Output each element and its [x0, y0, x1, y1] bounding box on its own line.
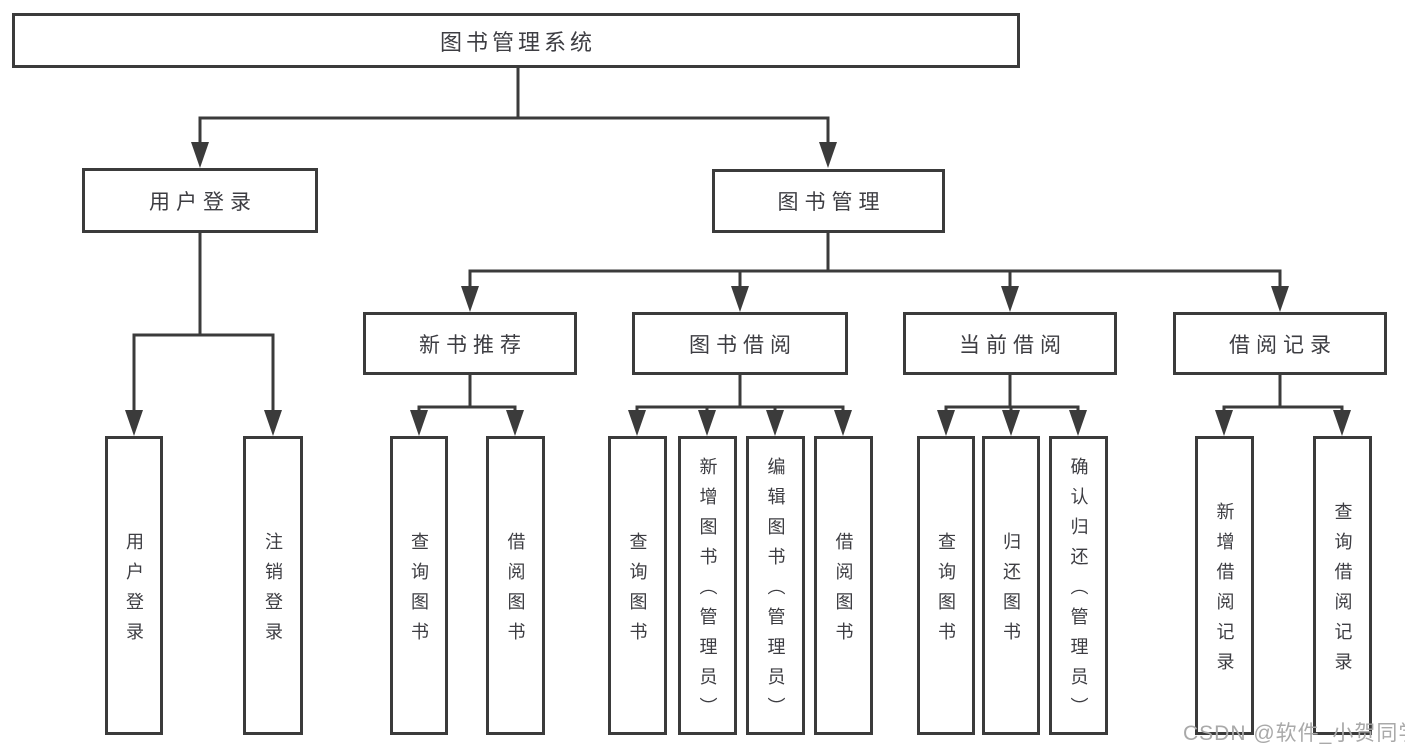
node-label: 图书管理: [777, 191, 886, 214]
node-label: 借阅记录: [1229, 333, 1337, 357]
node-label: 新书推荐: [419, 333, 527, 357]
node-label: 查询图书: [409, 531, 429, 652]
node-root-library-system: 图书管理系统: [12, 13, 1020, 68]
node-label: 新增图书（管理员）: [697, 456, 718, 727]
node-label: 查询借阅记录: [1332, 501, 1353, 682]
node-label: 编辑图书（管理员）: [765, 456, 786, 727]
node-label: 当前借阅: [959, 333, 1067, 357]
node-label: 借阅图书: [505, 531, 526, 652]
arrow-down-icon: [410, 410, 428, 436]
node-label: 确认归还（管理员）: [1068, 456, 1089, 727]
connector-borrow-records: [1222, 373, 1344, 430]
leaf-borrow-edit-books-admin: 编辑图书（管理员）: [746, 436, 805, 735]
arrow-down-icon: [191, 142, 209, 168]
arrow-down-icon: [461, 286, 479, 312]
leaf-current-return-books: 归还图书: [982, 436, 1040, 735]
connector-root: [198, 66, 830, 162]
leaf-recommend-borrow-books: 借阅图书: [486, 436, 545, 735]
node-borrow-records: 借阅记录: [1173, 312, 1387, 375]
arrow-down-icon: [1333, 410, 1351, 436]
node-label: 图书管理系统: [439, 29, 596, 55]
arrow-down-icon: [819, 142, 837, 168]
arrow-down-icon: [1002, 410, 1020, 436]
csdn-watermark: CSDN @软件_小贺同学: [1183, 722, 1405, 745]
leaf-borrow-query-books: 查询图书: [608, 436, 667, 735]
leaf-user-login: 用户登录: [105, 436, 163, 735]
arrow-down-icon: [125, 410, 143, 436]
node-label: 用户登录: [124, 531, 144, 652]
arrow-down-icon: [506, 410, 524, 436]
leaf-current-confirm-return-admin: 确认归还（管理员）: [1049, 436, 1108, 735]
node-book-borrow: 图书借阅: [632, 312, 848, 375]
leaf-records-query-record: 查询借阅记录: [1313, 436, 1372, 735]
node-label: 用户登录: [149, 190, 257, 214]
arrow-down-icon: [264, 410, 282, 436]
node-label: 借阅图书: [833, 531, 854, 652]
arrow-down-icon: [628, 410, 646, 436]
node-label: 新增借阅记录: [1214, 501, 1235, 682]
node-book-management: 图书管理: [712, 169, 945, 233]
node-label: 归还图书: [1001, 531, 1021, 652]
leaf-recommend-query-books: 查询图书: [390, 436, 448, 735]
arrow-down-icon: [937, 410, 955, 436]
node-label: 查询图书: [936, 531, 956, 652]
node-new-book-recommend: 新书推荐: [363, 312, 577, 375]
leaf-records-add-record: 新增借阅记录: [1195, 436, 1254, 735]
connector-new-book-recommend: [417, 373, 517, 430]
node-current-borrow: 当前借阅: [903, 312, 1117, 375]
leaf-logout: 注销登录: [243, 436, 303, 735]
node-label: 注销登录: [263, 531, 283, 652]
arrow-down-icon: [1001, 286, 1019, 312]
connector-book-management: [468, 231, 1282, 306]
arrow-down-icon: [1215, 410, 1233, 436]
arrow-down-icon: [766, 410, 784, 436]
node-label: 图书借阅: [689, 333, 797, 357]
arrow-down-icon: [834, 410, 852, 436]
arrow-down-icon: [698, 410, 716, 436]
arrow-down-icon: [1069, 410, 1087, 436]
leaf-borrow-add-books-admin: 新增图书（管理员）: [678, 436, 737, 735]
arrow-down-icon: [731, 286, 749, 312]
node-user-login: 用户登录: [82, 168, 318, 233]
leaf-current-query-books: 查询图书: [917, 436, 975, 735]
leaf-borrow-borrow-books: 借阅图书: [814, 436, 873, 735]
connector-user-login: [132, 231, 275, 430]
connector-book-borrow: [635, 373, 845, 430]
arrow-down-icon: [1271, 286, 1289, 312]
arrowhead-icons: [125, 142, 1351, 436]
node-label: 查询图书: [627, 531, 648, 652]
